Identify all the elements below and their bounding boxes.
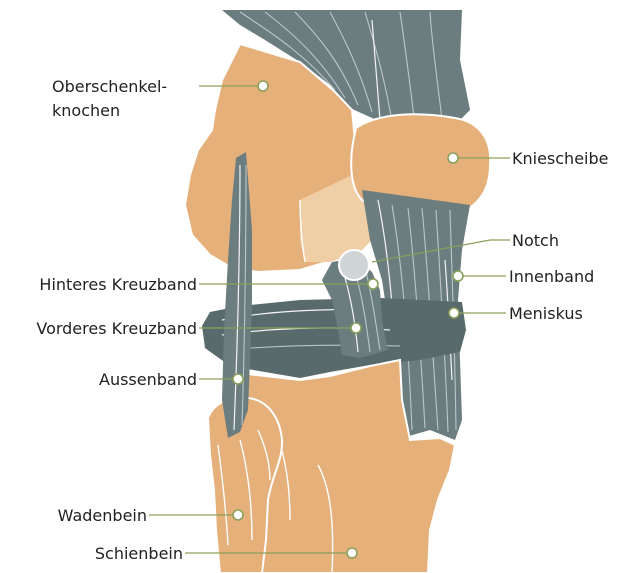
femur-marker xyxy=(258,81,268,91)
label-oberschenkel-line2: knochen xyxy=(52,101,120,120)
posterior-cruciate-marker xyxy=(368,279,378,289)
label-kniescheibe: Kniescheibe xyxy=(512,149,608,168)
label-schienbein: Schienbein xyxy=(95,544,183,563)
label-hinteres-kreuzband: Hinteres Kreuzband xyxy=(39,275,197,294)
label-aussenband: Aussenband xyxy=(99,370,197,389)
tibia-marker xyxy=(347,548,357,558)
label-vorderes-kreuzband: Vorderes Kreuzband xyxy=(36,319,197,338)
anterior-cruciate-marker xyxy=(351,323,361,333)
medial-ligament-marker xyxy=(453,271,463,281)
notch-circle xyxy=(339,250,369,280)
label-meniskus: Meniskus xyxy=(509,304,583,323)
fibula-marker xyxy=(233,510,243,520)
label-notch: Notch xyxy=(512,231,559,250)
lateral-ligament-marker xyxy=(233,374,243,384)
patella-marker xyxy=(448,153,458,163)
meniscus-marker xyxy=(449,308,459,318)
label-oberschenkel-line1: Oberschenkel- xyxy=(52,77,167,96)
label-innenband: Innenband xyxy=(509,267,594,286)
label-wadenbein: Wadenbein xyxy=(58,506,147,525)
